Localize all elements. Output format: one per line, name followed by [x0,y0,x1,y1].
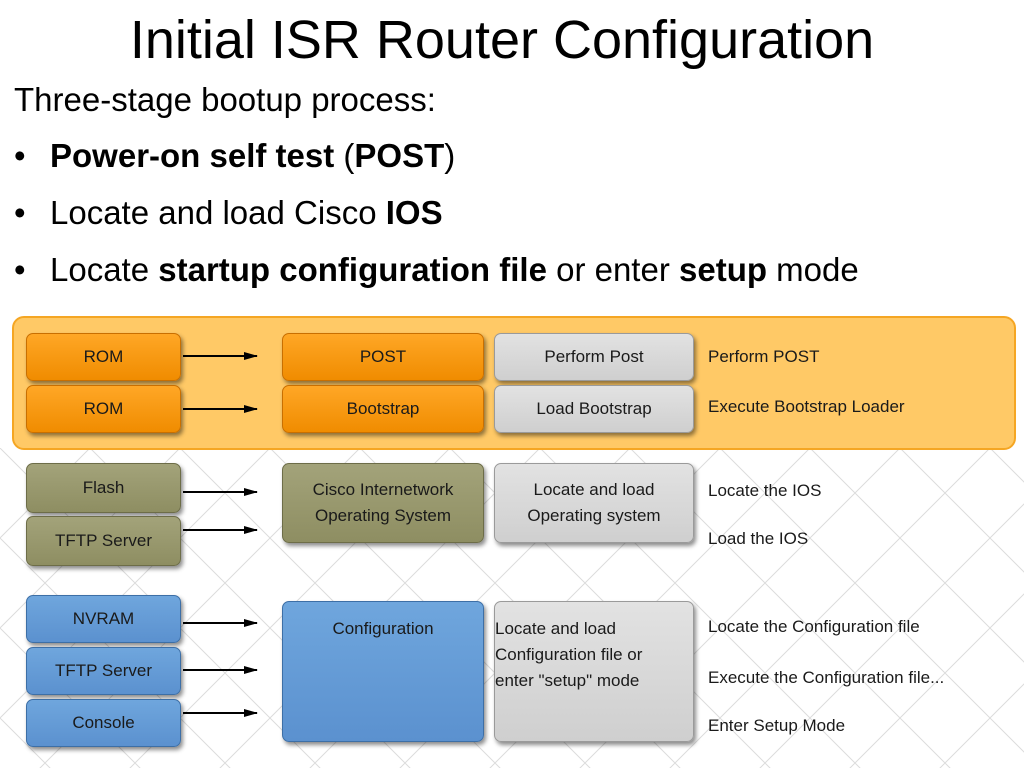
bullet-dot: • [14,137,26,174]
source-tftp-server-config: TFTP Server [26,647,181,695]
bullet-text: setup [679,251,768,288]
locate-load-config-box: Locate and load Configuration file or en… [494,601,694,742]
label-execute-bootstrap: Execute Bootstrap Loader [708,397,905,416]
bullet-text: Locate [50,251,159,288]
perform-post-box: Perform Post [494,333,694,381]
label-execute-config: Execute the Configuration file... [708,668,945,687]
bullet-text: IOS [385,194,443,231]
label-locate-config: Locate the Configuration file [708,617,920,636]
config-action-line: enter "setup" mode [495,671,640,690]
config-action-line: Configuration file or [495,645,643,664]
source-flash: Flash [26,463,181,513]
bootstrap-box: Bootstrap [282,385,484,433]
bullet-text: ) [444,137,456,174]
bullet-text: startup configuration file [158,251,547,288]
bullet-config: • Locate startup configuration file or en… [14,250,859,290]
bullet-text: Power-on self test [50,137,335,174]
os-action-line: Operating system [527,506,661,525]
label-enter-setup: Enter Setup Mode [708,716,846,735]
source-console: Console [26,699,181,747]
source-rom-1: ROM [26,333,181,381]
bullet-ios: • Locate and load Cisco IOS [14,193,443,233]
configuration-box: Configuration [282,601,484,742]
load-bootstrap-box: Load Bootstrap [494,385,694,433]
bullet-post: • Power-on self test (POST) [14,136,455,176]
label-load-ios: Load the IOS [708,529,809,548]
source-tftp-server: TFTP Server [26,516,181,566]
ios-box-line: Operating System [314,506,452,525]
label-locate-ios: Locate the IOS [708,481,822,500]
intro-text: Three-stage bootup process: [14,81,436,118]
post-box: POST [282,333,484,381]
bullet-text: POST [354,137,445,174]
os-action-line: Locate and load [533,480,655,499]
bullet-text: or enter [546,251,679,288]
bullet-text: mode [767,251,859,288]
bullet-text: ( [334,137,355,174]
slide-title: Initial ISR Router Configuration [129,10,875,70]
locate-load-os-box: Locate and load Operating system [494,463,694,543]
label-perform-post: Perform POST [708,347,820,366]
ios-box-line: Cisco Internetwork [312,480,454,499]
bullet-dot: • [14,194,26,231]
bullet-dot: • [14,251,26,288]
bullet-text: Locate and load Cisco [50,194,386,231]
source-nvram: NVRAM [26,595,181,643]
config-action-line: Locate and load [495,619,616,638]
cisco-ios-box: Cisco Internetwork Operating System [282,463,484,543]
source-rom-2: ROM [26,385,181,433]
